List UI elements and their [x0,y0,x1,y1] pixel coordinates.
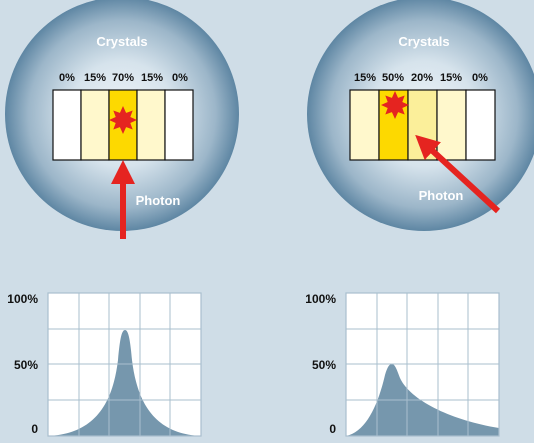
right-crystal-array [349,89,496,161]
right-crystal-4 [436,89,467,161]
left-histogram-grid [48,293,201,436]
right-scintillation-burst-icon [381,91,409,119]
right-crystal-label-2: 50% [382,72,404,84]
right-y-tick-50: 50% [312,358,336,372]
left-y-tick-100: 100% [7,292,38,306]
left-crystal-label-2: 15% [84,72,106,84]
left-scintillation-burst-icon [109,106,137,134]
left-crystal-1 [52,89,82,161]
right-crystal-label-4: 15% [440,72,462,84]
left-crystal-2 [80,89,110,161]
left-crystal-labels: 0% 15% 70% 15% 0% [59,72,188,84]
right-histogram-curve [346,364,499,436]
left-photon-label: Photon [136,193,181,208]
right-crystal-labels: 15% 50% 20% 15% 0% [354,72,488,84]
right-crystal-1 [349,89,380,161]
left-crystal-label-5: 0% [172,72,188,84]
right-photon-arrow-icon [415,134,501,214]
left-detector-panel: Crystals 0% 15% 70% 15% 0% Photon [5,0,239,239]
right-detector-panel: Crystals 15% 50% 20% 15% 0% Photon [307,0,534,231]
left-histogram-curve [48,330,201,436]
right-y-tick-100: 100% [305,292,336,306]
right-crystal-label-5: 0% [472,72,488,84]
left-y-tick-50: 50% [14,358,38,372]
right-crystal-label-1: 15% [354,72,376,84]
left-histogram-frame [47,292,202,437]
right-crystal-5 [465,89,496,161]
left-crystals-title: Crystals [96,34,147,49]
left-crystal-4 [136,89,166,161]
right-histogram-grid [346,293,499,436]
left-histogram: 100% 50% 0 [7,292,202,437]
right-photon-label: Photon [419,188,464,203]
left-crystal-5 [164,89,194,161]
right-crystal-label-3: 20% [411,72,433,84]
left-crystal-label-1: 0% [59,72,75,84]
left-crystal-label-3: 70% [112,72,134,84]
right-y-tick-0: 0 [329,422,336,436]
right-histogram-frame [345,292,500,437]
right-histogram: 100% 50% 0 [305,292,500,437]
left-crystal-label-4: 15% [141,72,163,84]
right-crystals-title: Crystals [398,34,449,49]
left-y-tick-0: 0 [31,422,38,436]
